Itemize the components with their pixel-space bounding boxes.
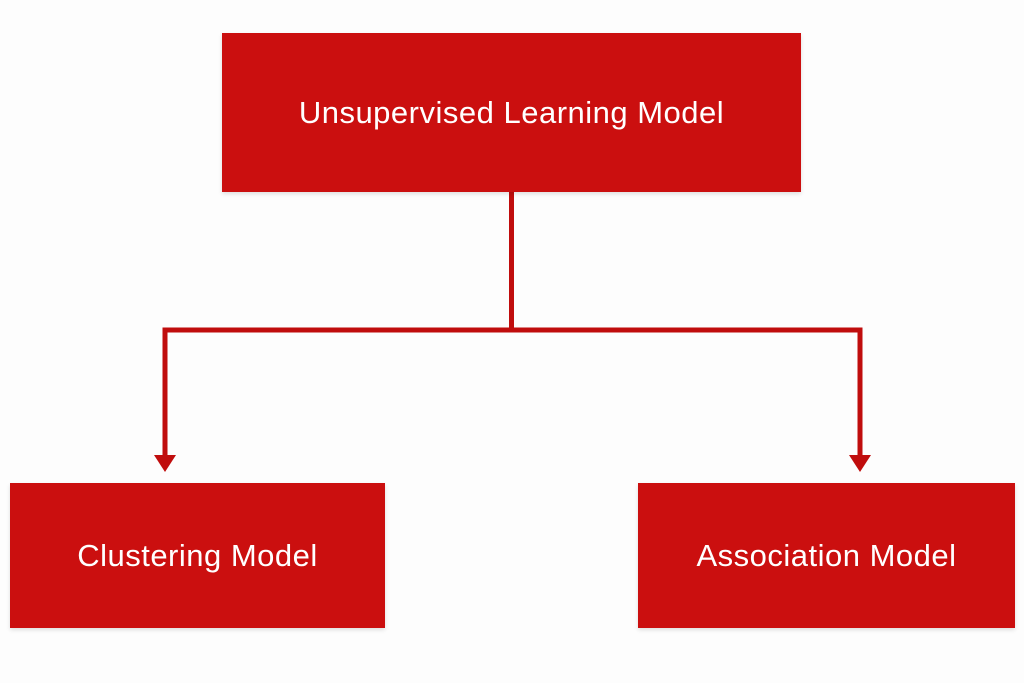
node-association-label: Association Model xyxy=(696,537,957,573)
node-association-model: Association Model xyxy=(638,483,1015,628)
arrowhead-right-icon xyxy=(849,455,871,472)
node-unsupervised-learning-model: Unsupervised Learning Model xyxy=(222,33,801,192)
arrowhead-left-icon xyxy=(154,455,176,472)
node-clustering-label: Clustering Model xyxy=(77,537,318,573)
node-clustering-model: Clustering Model xyxy=(10,483,385,628)
node-root-label: Unsupervised Learning Model xyxy=(298,94,725,130)
